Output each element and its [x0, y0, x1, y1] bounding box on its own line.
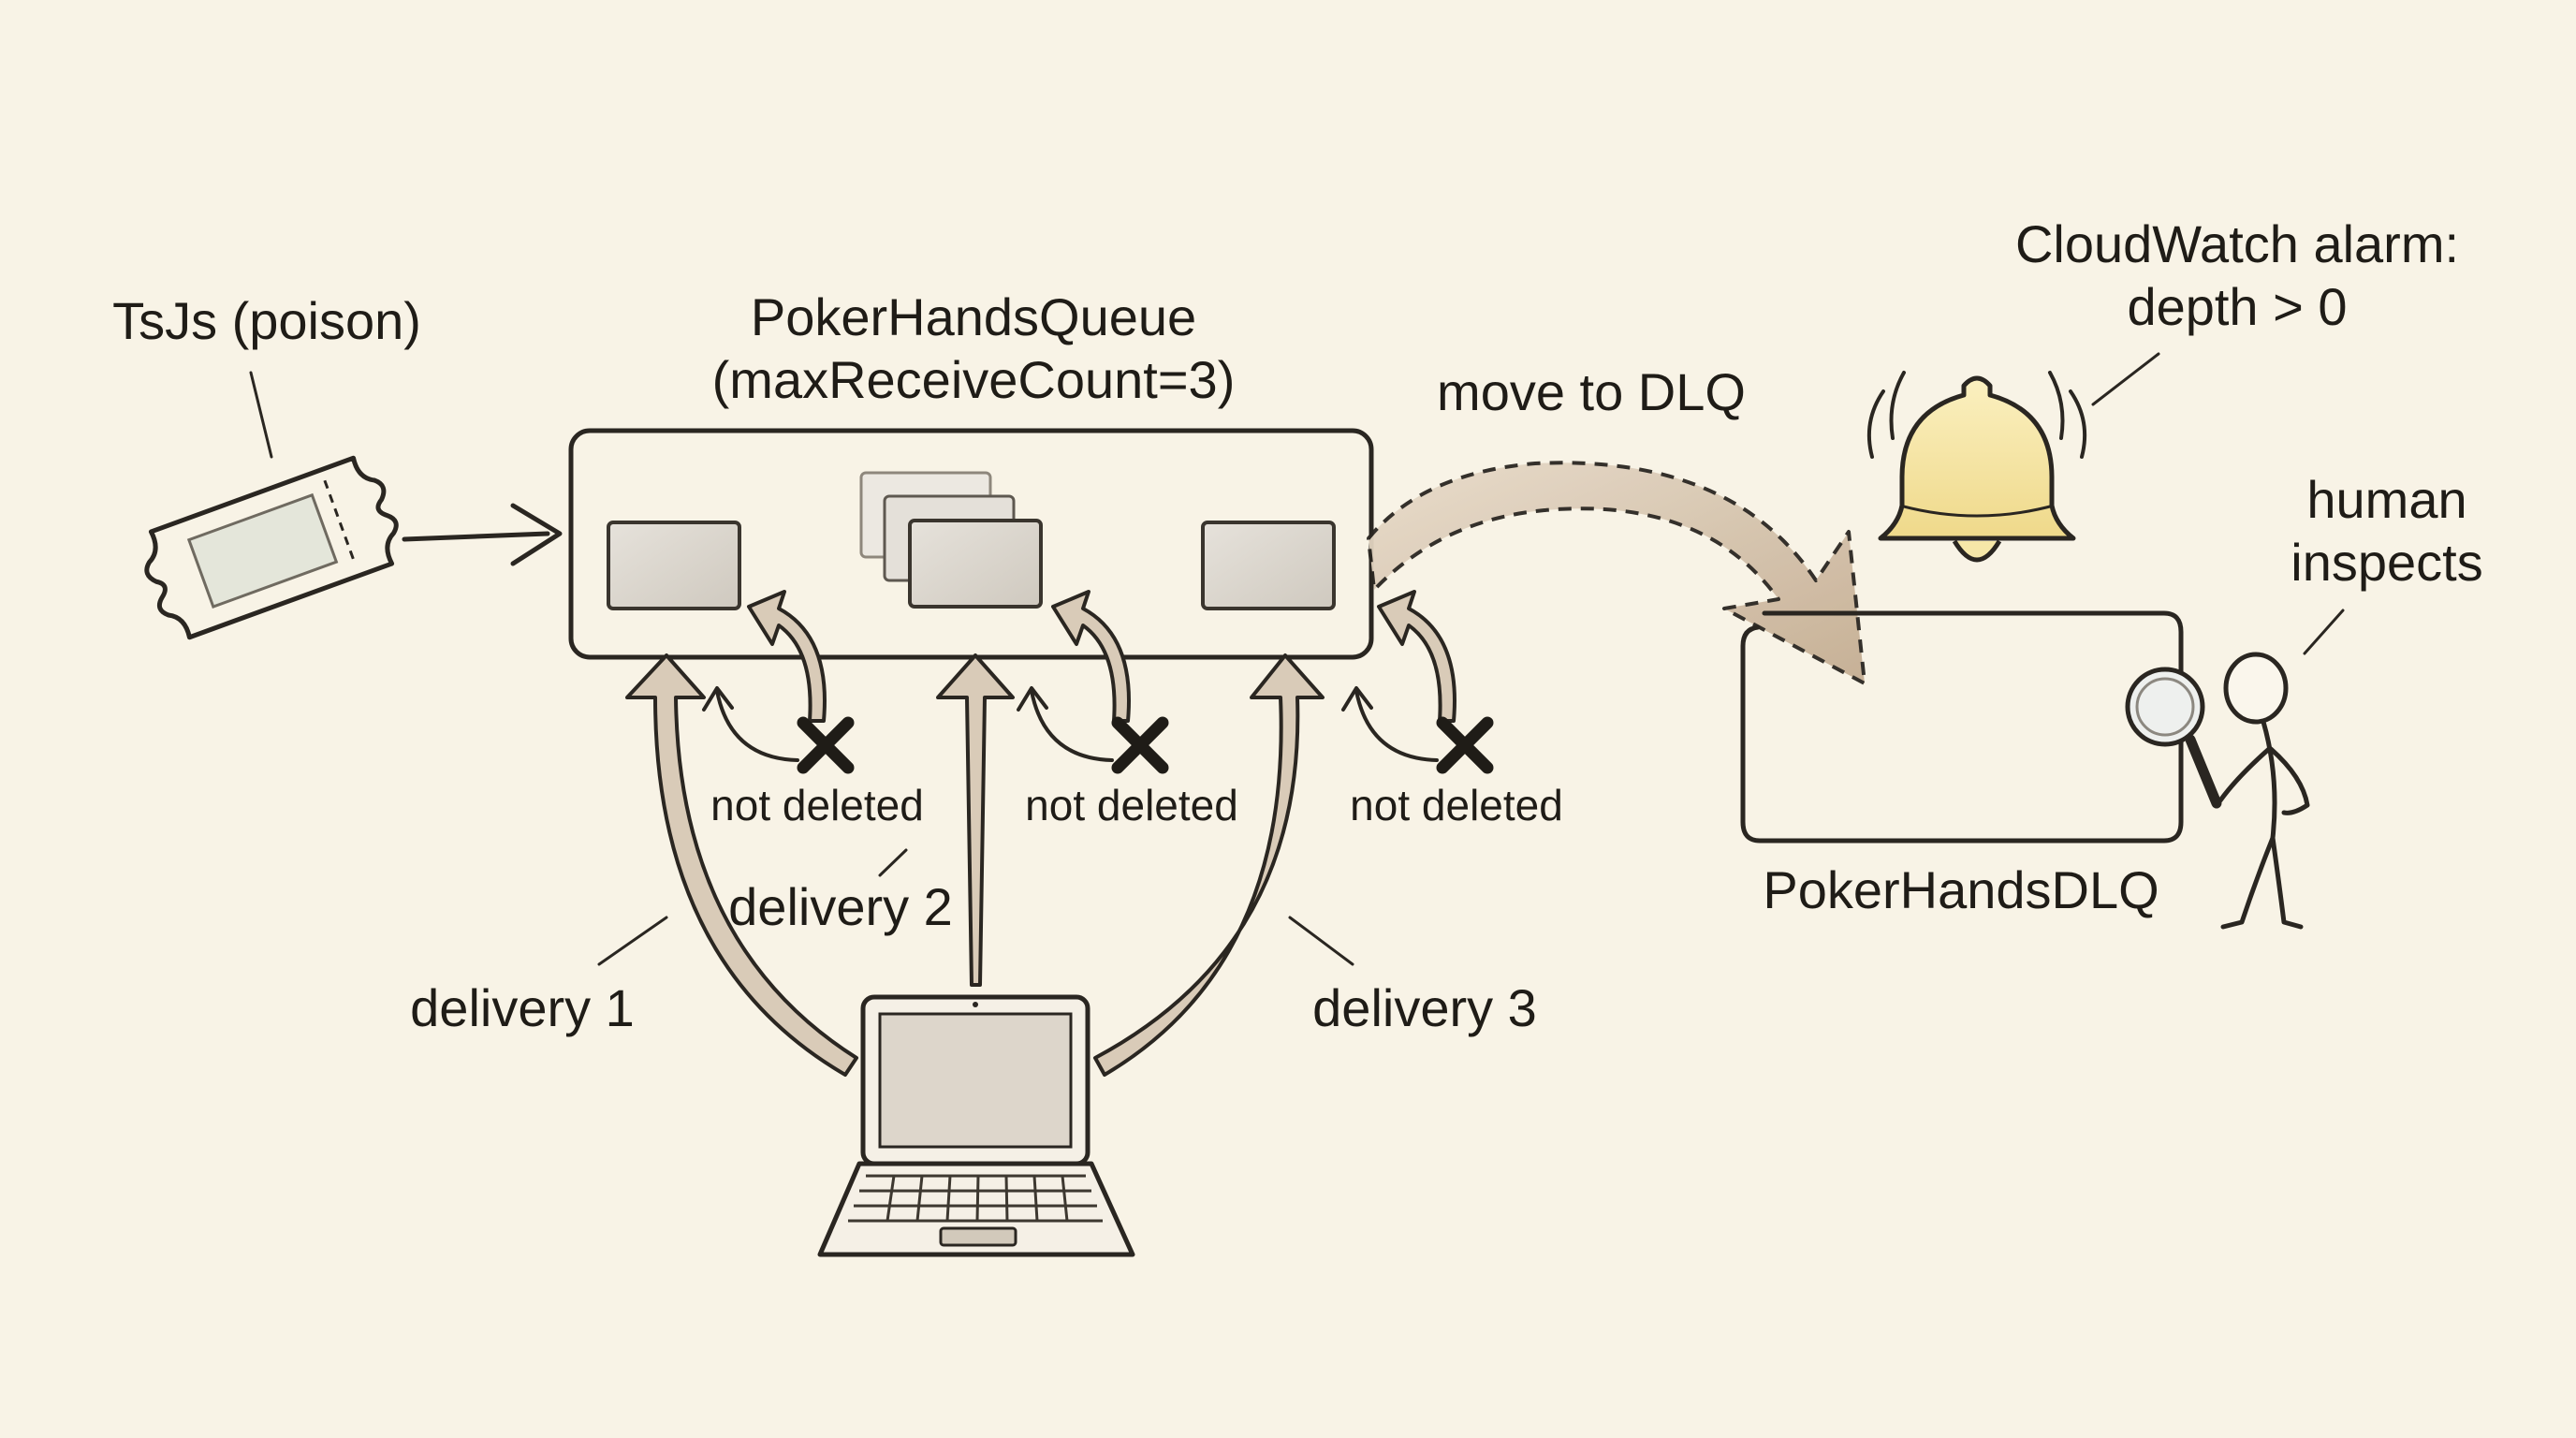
return-arrow-2	[1051, 590, 1131, 723]
not-deleted-mark-2	[1017, 686, 1169, 774]
not-deleted-mark-1	[702, 686, 855, 774]
delivery-3-leader	[1288, 916, 1354, 966]
delivery-3-arrow	[1093, 653, 1325, 1077]
dlq-box	[1740, 610, 2184, 844]
alarm-label-line1: CloudWatch alarm:	[2015, 214, 2459, 273]
queue-name: PokerHandsQueue	[751, 287, 1196, 346]
delivery-1-arrow	[625, 653, 858, 1077]
delivery-3-result: not deleted	[1350, 781, 1563, 829]
queue-message-1	[607, 521, 741, 610]
delivery-2-result: not deleted	[1025, 781, 1238, 829]
enqueue-arrow	[402, 503, 563, 566]
delivery-2-leader	[878, 848, 908, 877]
queue-config: (maxReceiveCount=3)	[712, 350, 1236, 409]
poison-message-label: TsJs (poison)	[112, 291, 421, 350]
queue-message-3	[1201, 521, 1336, 610]
delivery-2-arrow	[936, 653, 1015, 987]
alarm-leader	[2091, 352, 2160, 406]
inspector-leader	[2303, 609, 2345, 655]
ticket-leader-line	[249, 371, 273, 459]
delivery-1-label: delivery 1	[410, 978, 635, 1037]
dlq-name: PokerHandsDLQ	[1763, 860, 2159, 919]
delivery-2-label: delivery 2	[728, 877, 953, 936]
not-deleted-mark-3	[1341, 686, 1494, 774]
alarm-label-line2: depth > 0	[2127, 277, 2347, 336]
inspector-label-line1: human	[2306, 470, 2466, 529]
human-inspector-icon	[2217, 652, 2310, 930]
delivery-3-label: delivery 3	[1312, 978, 1537, 1037]
magnifying-glass-icon	[2125, 667, 2222, 809]
inspector-label-line2: inspects	[2291, 533, 2482, 592]
move-to-dlq-label: move to DLQ	[1437, 362, 1746, 421]
consumer-laptop-icon	[817, 994, 1135, 1257]
move-to-dlq-arrow	[1367, 461, 1866, 685]
delivery-1-leader	[597, 916, 668, 966]
queue-message-2-stack	[859, 471, 1043, 609]
delivery-1-result: not deleted	[710, 781, 924, 829]
poison-ticket-icon	[144, 455, 399, 640]
return-arrow-3	[1377, 590, 1456, 723]
bell-icon	[1866, 371, 2087, 563]
return-arrow-1	[747, 590, 827, 723]
